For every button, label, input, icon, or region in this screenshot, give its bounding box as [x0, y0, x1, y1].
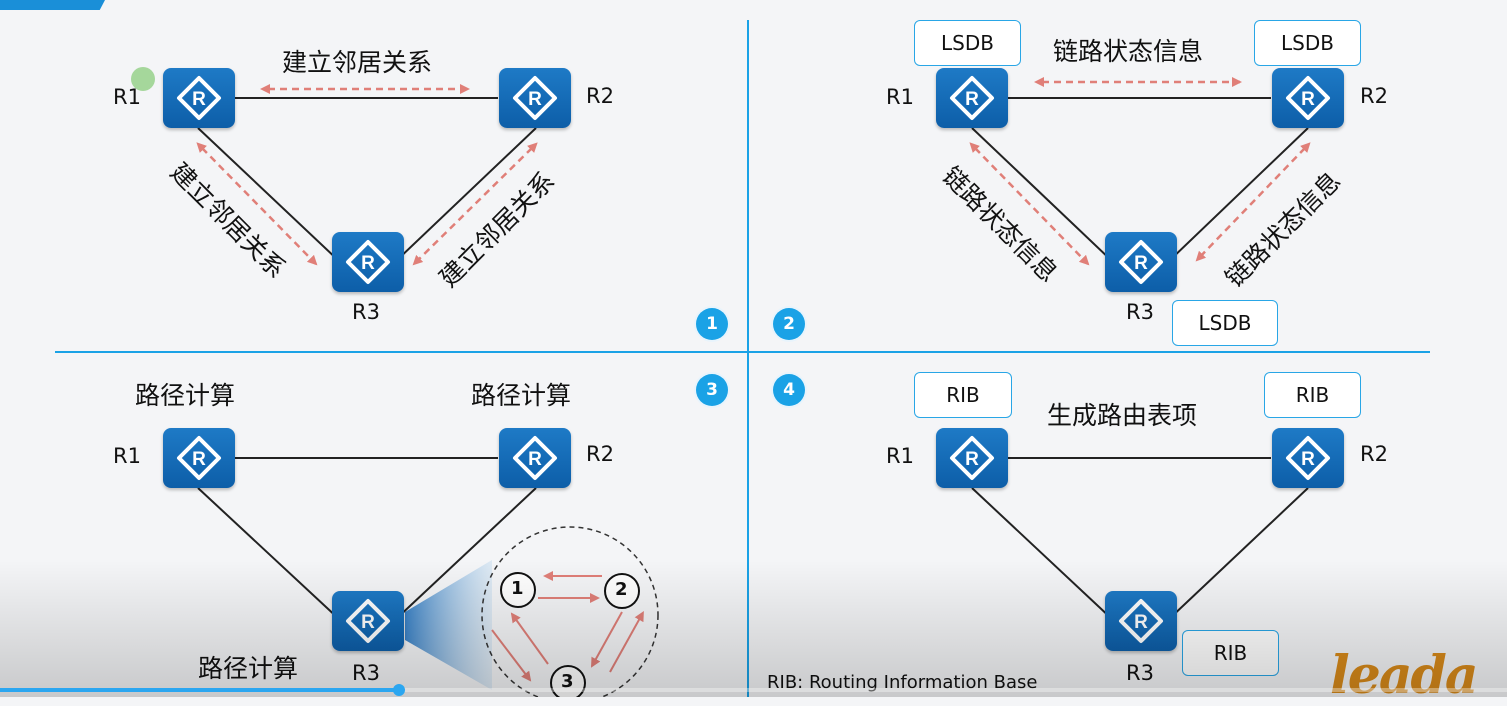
spf-zoom-beam	[405, 560, 492, 690]
q2-r1-label: R1	[886, 85, 914, 109]
q4-rib-r2: RIB	[1264, 372, 1361, 418]
svg-text:R: R	[1301, 449, 1315, 470]
svg-text:R: R	[361, 612, 375, 633]
router-icon-q3-r3: R	[332, 591, 404, 651]
svg-text:R: R	[965, 89, 979, 110]
step-badge-4: 4	[773, 374, 805, 406]
svg-text:R: R	[965, 449, 979, 470]
spf-graph-arrows	[491, 571, 644, 682]
step-badge-2: 2	[773, 308, 805, 340]
q2-r2-label: R2	[1360, 84, 1388, 108]
svg-text:R: R	[361, 253, 375, 274]
q2-arrows	[969, 77, 1311, 266]
q4-r3-label: R3	[1126, 661, 1154, 685]
router-icon-q3-r2: R	[499, 428, 571, 488]
q4-r2-label: R2	[1360, 442, 1388, 466]
q3-r3-calc-label: 路径计算	[198, 654, 299, 683]
q1-arrows	[196, 84, 538, 266]
svg-text:R: R	[1301, 89, 1315, 110]
q1-r2-label: R2	[586, 84, 614, 108]
step-badge-3: 3	[696, 374, 728, 406]
video-progress-knob[interactable]	[393, 684, 406, 696]
q3-r1-calc-label: 路径计算	[135, 381, 236, 410]
watermark-logo-icon: leada	[1330, 645, 1479, 706]
q3-links	[197, 457, 537, 621]
q4-r1-label: R1	[886, 444, 914, 468]
svg-text:R: R	[1134, 612, 1148, 633]
q3-r2-label: R2	[586, 442, 614, 466]
router-icon-q2-r3: R	[1105, 232, 1177, 292]
q4-links	[971, 457, 1309, 621]
router-icon-q2-r2: R	[1272, 68, 1344, 128]
video-progress-bar[interactable]	[0, 684, 1507, 696]
svg-text:R: R	[1134, 253, 1148, 274]
step-badge-1: 1	[696, 308, 728, 340]
router-icon-q1-r1: R	[163, 68, 235, 128]
router-icon-q4-r3: R	[1105, 591, 1177, 651]
q2-lsdb-r3: LSDB	[1172, 300, 1278, 346]
pointer-highlight	[131, 67, 155, 91]
spf-dashed-circle	[481, 526, 659, 697]
svg-text:R: R	[528, 449, 542, 470]
q2-lsdb-r2: LSDB	[1254, 20, 1361, 66]
spf-node-1: 1	[511, 578, 524, 599]
router-icon-q1-r3: R	[332, 232, 404, 292]
video-progress-fill	[0, 688, 400, 692]
q4-top-label: 生成路由表项	[1047, 401, 1198, 430]
router-icon-q2-r1: R	[936, 68, 1008, 128]
router-icon-q3-r1: R	[163, 428, 235, 488]
q4-rib-r1: RIB	[914, 372, 1012, 418]
spf-node-3: 3	[561, 671, 574, 692]
q1-top-label: 建立邻居关系	[282, 48, 433, 77]
spf-node-2: 2	[615, 579, 628, 600]
q3-r3-label: R3	[352, 661, 380, 685]
q4-rib-r3: RIB	[1182, 630, 1279, 676]
router-icon-q4-r2: R	[1272, 428, 1344, 488]
corner-tab	[0, 0, 105, 10]
q3-r1-label: R1	[113, 444, 141, 468]
q2-lsdb-r1: LSDB	[914, 20, 1021, 66]
q3-r2-calc-label: 路径计算	[471, 381, 572, 410]
svg-text:R: R	[192, 449, 206, 470]
rib-footnote: RIB: Routing Information Base	[767, 672, 1038, 693]
q1-r3-label: R3	[352, 300, 380, 324]
q1-r1-label: R1	[113, 85, 141, 109]
svg-text:R: R	[192, 89, 206, 110]
svg-text:R: R	[528, 89, 542, 110]
q2-top-label: 链路状态信息	[1053, 37, 1204, 66]
spf-graph-nodes	[500, 572, 640, 697]
router-icon-q1-r2: R	[499, 68, 571, 128]
q2-r3-label: R3	[1126, 300, 1154, 324]
router-icon-q4-r1: R	[936, 428, 1008, 488]
